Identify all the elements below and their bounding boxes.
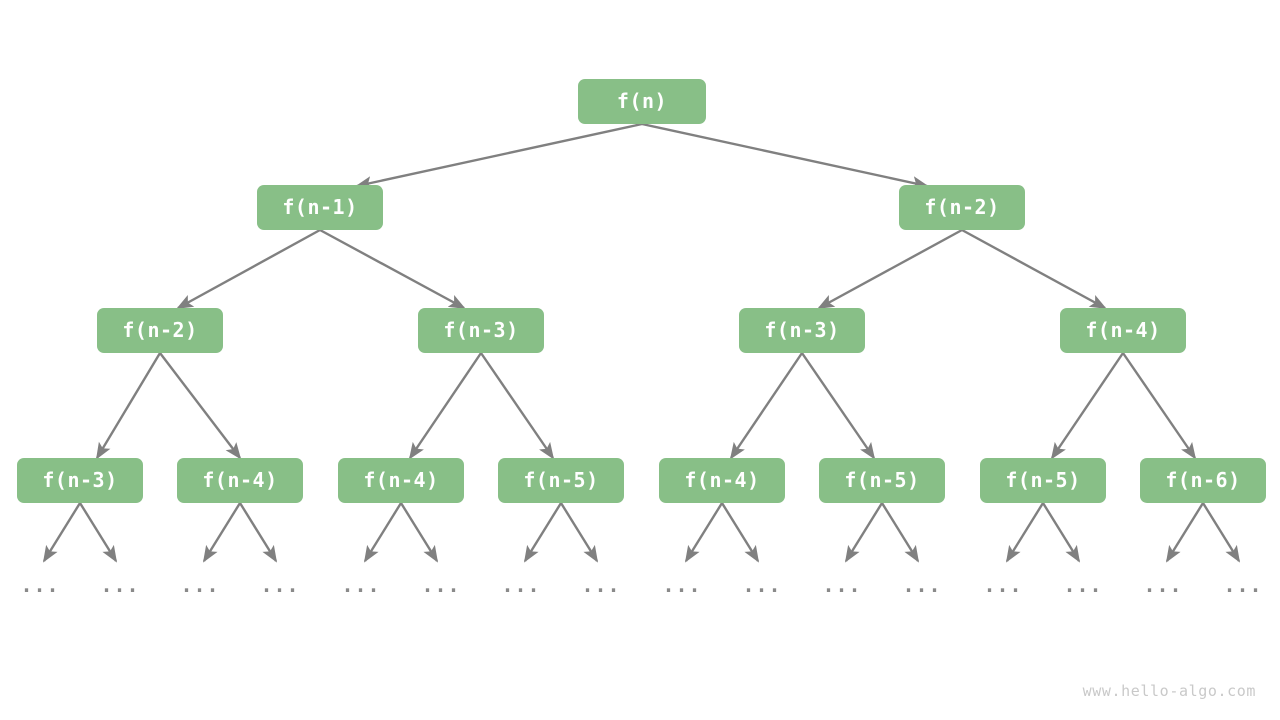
tree-edge <box>1201 502 1241 563</box>
ellipsis-label: ... <box>742 573 782 597</box>
tree-edge <box>1005 502 1045 563</box>
tree-node: f(n-1) <box>257 184 383 230</box>
ellipsis-label: ... <box>662 573 702 597</box>
ellipsis-label: ... <box>581 573 621 597</box>
tree-node: f(n-3) <box>17 457 143 503</box>
tree-node: f(n-2) <box>97 307 223 353</box>
ellipsis-label: ... <box>983 573 1023 597</box>
tree-node: f(n-5) <box>980 457 1106 503</box>
tree-node: f(n-3) <box>418 307 544 353</box>
tree-edge <box>801 352 876 460</box>
ellipsis-label: ... <box>341 573 381 597</box>
tree-edge <box>844 502 884 563</box>
tree-edge <box>880 502 920 563</box>
tree-edge <box>641 122 929 190</box>
tree-edge <box>176 228 321 310</box>
tree-edge <box>559 502 599 563</box>
tree-edge <box>95 352 162 460</box>
ellipsis-label: ... <box>1063 573 1103 597</box>
ellipsis-label: ... <box>20 573 60 597</box>
watermark-label: www.hello-algo.com <box>1082 682 1256 700</box>
ellipsis-label: ... <box>1223 573 1263 597</box>
tree-edges <box>42 122 1241 563</box>
tree-edge <box>319 228 466 310</box>
tree-node: f(n-5) <box>498 457 624 503</box>
tree-edge <box>480 352 555 460</box>
tree-edge <box>961 228 1107 310</box>
tree-edge <box>159 352 242 460</box>
ellipsis-label: ... <box>180 573 220 597</box>
tree-edge <box>408 352 482 460</box>
tree-edge <box>817 228 963 310</box>
tree-node: f(n-3) <box>739 307 865 353</box>
ellipsis-label: ... <box>902 573 942 597</box>
ellipsis-label: ... <box>260 573 300 597</box>
ellipsis-label: ... <box>100 573 140 597</box>
tree-node: f(n-2) <box>899 184 1025 230</box>
tree-edge <box>523 502 563 563</box>
tree-node: f(n-5) <box>819 457 945 503</box>
tree-node: f(n-4) <box>1060 307 1186 353</box>
tree-edge <box>363 502 403 563</box>
tree-edge <box>78 502 118 563</box>
ellipsis-label: ... <box>501 573 541 597</box>
tree-edge <box>1041 502 1081 563</box>
tree-edge <box>720 502 760 563</box>
tree-edge <box>202 502 242 563</box>
tree-edge <box>1165 502 1205 563</box>
tree-node: f(n-4) <box>177 457 303 503</box>
ellipsis-label: ... <box>421 573 461 597</box>
tree-node: f(n-6) <box>1140 457 1266 503</box>
tree-node: f(n) <box>578 78 706 124</box>
tree-node: f(n-4) <box>338 457 464 503</box>
tree-node: f(n-4) <box>659 457 785 503</box>
ellipsis-label: ... <box>822 573 862 597</box>
tree-edge <box>1050 352 1124 460</box>
tree-edge <box>729 352 803 460</box>
tree-edge <box>238 502 278 563</box>
tree-edge <box>399 502 439 563</box>
tree-edge <box>684 502 724 563</box>
ellipsis-label: ... <box>1143 573 1183 597</box>
tree-edge <box>42 502 82 563</box>
tree-edge <box>355 122 643 190</box>
tree-edge <box>1122 352 1197 460</box>
